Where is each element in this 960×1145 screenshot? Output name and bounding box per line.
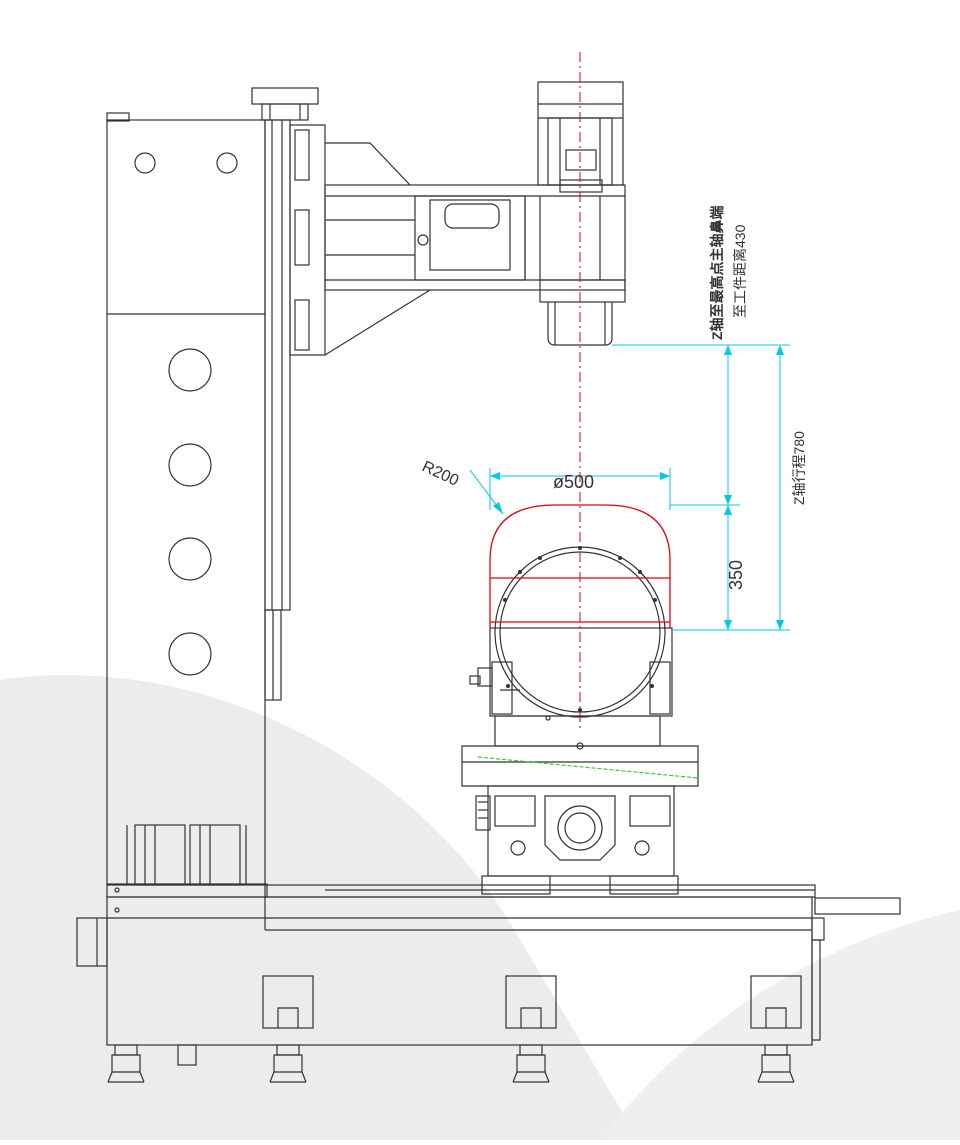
dimension-arrows [490, 345, 784, 630]
label-dim-diameter: ø500 [553, 472, 594, 492]
spindle-head [539, 279, 626, 303]
column-hole-small-2 [216, 152, 238, 174]
leveling-foot-3 [512, 1044, 550, 1083]
ram-arm [324, 184, 626, 291]
label-dim-350: 350 [726, 560, 746, 590]
ballscrew [557, 805, 603, 851]
level-pocket-2 [505, 975, 557, 1029]
envelope-profile [489, 504, 671, 628]
table-bolt-right [634, 840, 650, 856]
column-guide [264, 119, 291, 611]
column-hole-3 [168, 537, 212, 581]
column-top-motor [251, 87, 319, 105]
coolant-tank-1 [134, 824, 186, 886]
table-accent-line [477, 756, 699, 779]
spindle-nose [547, 302, 613, 346]
level-pocket-1 [262, 975, 314, 1029]
leveling-foot-1 [107, 1044, 145, 1083]
column-hole-small-1 [134, 152, 156, 174]
dimension-labels: Z轴至最高点主轴鼻端 至工件距离430 Z轴行程780 350 ø500 R20… [419, 205, 807, 590]
column-hole-2 [168, 443, 212, 487]
leveling-foot-4 [757, 1044, 795, 1083]
column-hole-1 [168, 348, 212, 392]
label-dim-radius: R200 [419, 458, 461, 490]
trunnion-left [491, 661, 513, 715]
level-pocket-3 [750, 975, 802, 1029]
machine-outline [76, 81, 901, 1083]
background-sweep [0, 675, 640, 1140]
table-bolt-left [510, 840, 526, 856]
column-hole-4 [168, 632, 212, 676]
trunnion-base [461, 745, 699, 787]
column-top-cap [106, 112, 130, 122]
dimension-lines [469, 344, 790, 631]
ram-window [444, 203, 500, 229]
bed-extension [814, 897, 901, 915]
table-bolts [503, 546, 657, 712]
table-saddle [487, 785, 675, 877]
leveling-foot-2 [269, 1044, 307, 1083]
trunnion-right [649, 661, 671, 715]
label-z-travel: Z轴行程780 [791, 431, 807, 505]
base-side-block [76, 917, 108, 967]
coolant-tank-2 [189, 824, 241, 886]
label-spindle-to-work-1: Z轴至最高点主轴鼻端 [709, 205, 725, 340]
label-spindle-to-work-2: 至工件距离430 [732, 224, 748, 318]
ballscrew-housing [544, 795, 616, 861]
background-sweep-2 [600, 910, 960, 1140]
